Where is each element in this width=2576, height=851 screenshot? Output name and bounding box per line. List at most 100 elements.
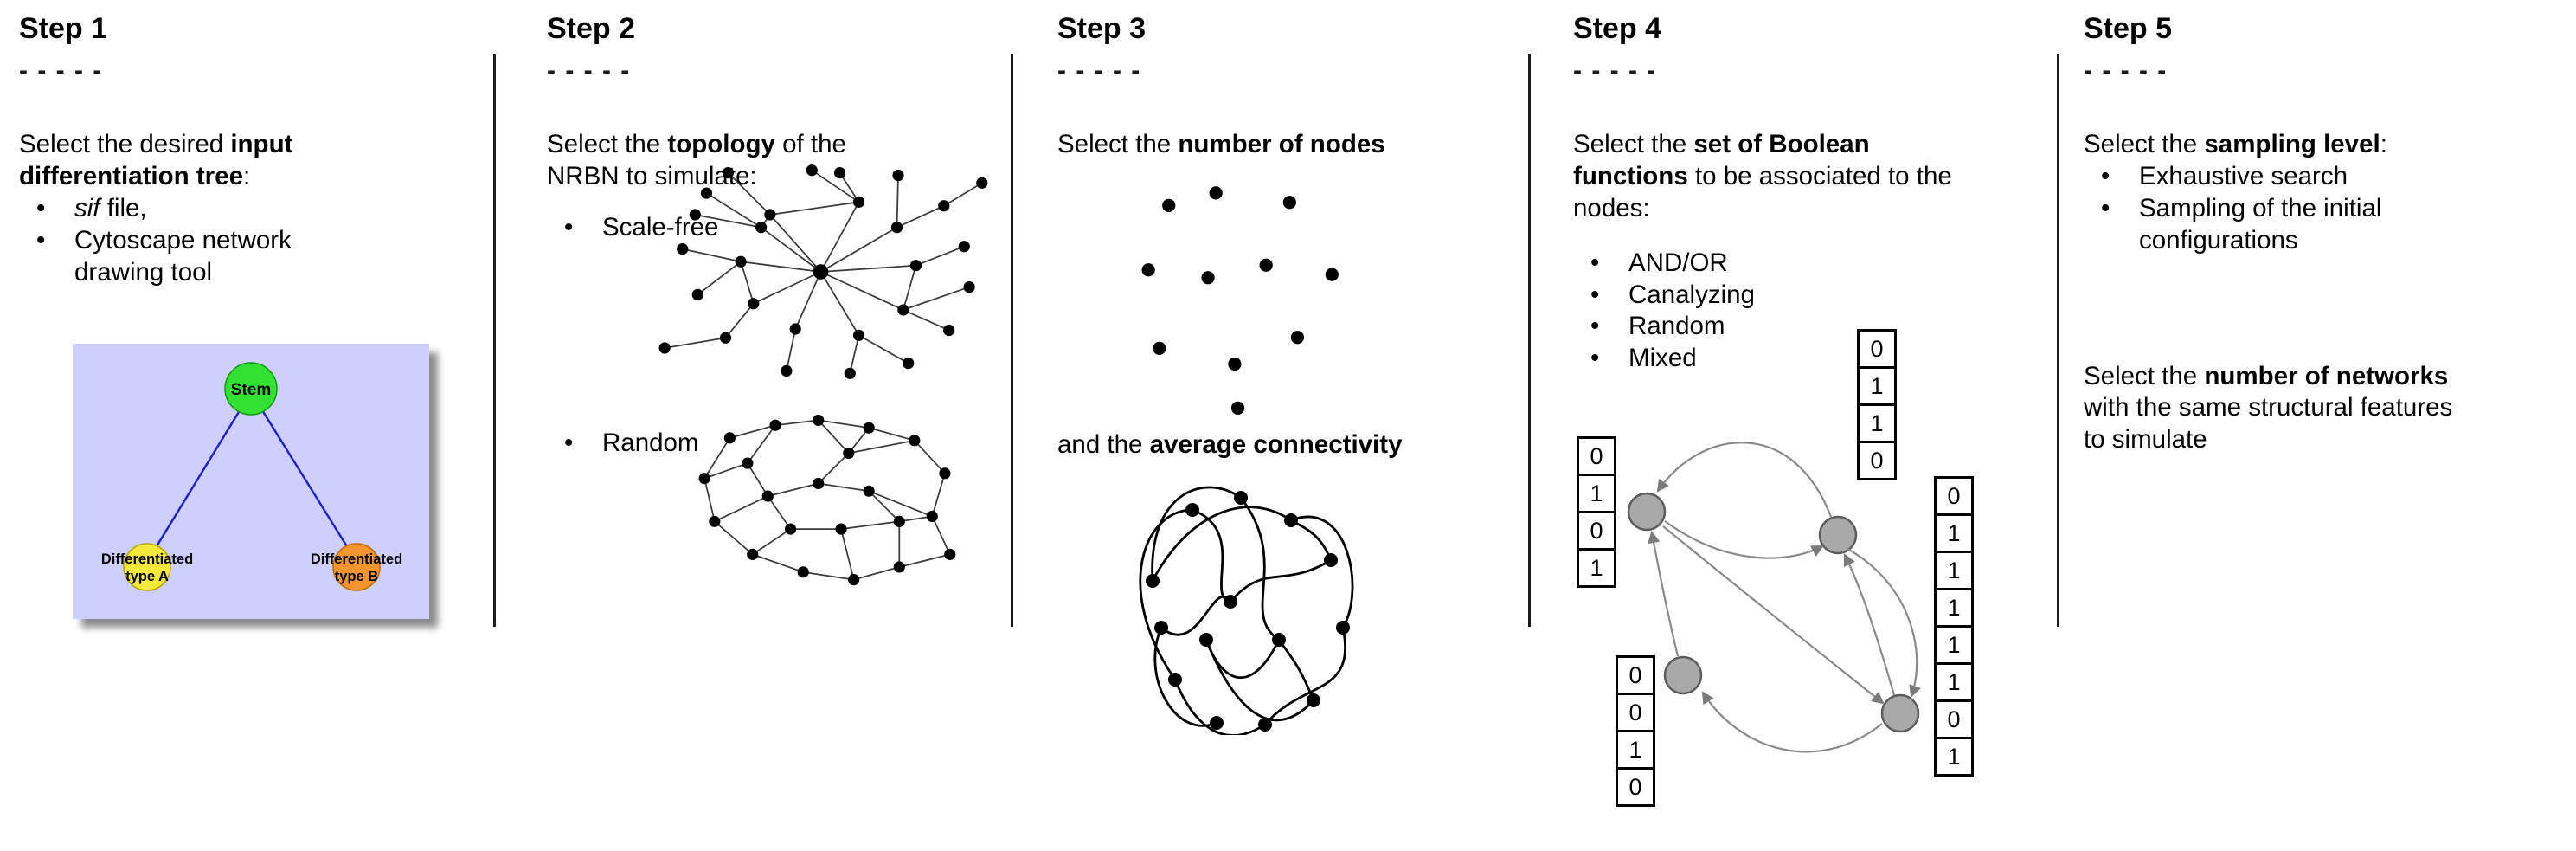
network-nodes [658, 164, 988, 379]
step-5-dashes: - - - - - [2084, 56, 2168, 86]
network-node [1663, 655, 1703, 695]
intro-text: of the NRBN to simulate: [547, 130, 846, 190]
step-1-dashes: - - - - - [19, 56, 103, 86]
step-3-line2: and the average connectivity [1057, 429, 1542, 461]
truth-table-cell: 1 [1934, 737, 1974, 777]
intro-bold-text: topology [667, 130, 775, 159]
step-1-title: Step 1 [19, 12, 108, 45]
step-4-dashes: - - - - - [1573, 56, 1657, 86]
type-a-label-line2: type A [125, 569, 169, 584]
truth-table-cell: 0 [1934, 476, 1974, 516]
random-network-image [698, 414, 956, 586]
bullet-icon: • [36, 193, 46, 222]
truth-table-top: 0 1 1 0 [1857, 329, 1897, 480]
truth-table-cell: 0 [1616, 767, 1655, 807]
boolean-network-diagram: 0 1 0 1 0 1 1 0 0 1 1 1 1 1 0 1 [1573, 315, 2071, 845]
step-1-bullet-sif: •sif file, [19, 193, 438, 225]
truth-table-bottom: 0 0 1 0 [1616, 655, 1655, 807]
differentiation-tree-figure: Stem Differentiated type A Differentiate… [73, 344, 429, 620]
bullet-text: Cytoscape network drawing tool [74, 225, 292, 287]
bullet-icon: • [1590, 248, 1600, 277]
step-5-bullet-exhaustive: • Exhaustive search [2084, 161, 2554, 193]
truth-table-cell: 1 [1934, 662, 1974, 702]
stem-node [224, 362, 278, 416]
bullet-icon: • [2101, 161, 2110, 190]
column-divider [1011, 54, 1013, 627]
intro-text: Select the desired [19, 130, 231, 159]
intro-bold-text: number of nodes [1178, 130, 1385, 159]
step-4-title: Step 4 [1573, 12, 1662, 45]
truth-table-cell: 1 [1577, 548, 1616, 588]
type-b-label-line1: Differentiated [311, 551, 402, 567]
type-a-label-line1: Differentiated [101, 551, 193, 567]
bullet-text: AND/OR [1628, 248, 1728, 277]
step-3-title: Step 3 [1057, 12, 1147, 45]
truth-table-cell: 1 [1934, 551, 1974, 590]
network-node-circles [1627, 492, 1920, 733]
bullet-text: Random [602, 428, 699, 457]
tangle-edges [1139, 486, 1354, 735]
intro-text: : [2380, 130, 2387, 159]
intro-bold-text: number of networks [2204, 361, 2449, 390]
step-5-intro: Select the sampling level: [2084, 129, 2558, 161]
intro-text: Select the [2084, 130, 2205, 159]
bullet-icon: • [564, 428, 574, 457]
network-nodes [698, 414, 956, 586]
stem-node-label: Stem [231, 381, 271, 399]
truth-table-cell: 0 [1857, 329, 1897, 369]
bullet-icon: • [1590, 280, 1600, 309]
step-2-panel: Step 2 - - - - - Select the topology of … [547, 12, 1031, 586]
scale-free-network-image [658, 164, 988, 379]
bullet-icon: • [36, 225, 46, 255]
step-3-line1: Select the number of nodes [1057, 129, 1542, 161]
truth-table-cell: 0 [1857, 441, 1897, 480]
intro-text: to be associated to the nodes: [1573, 161, 1952, 222]
truth-table-cell: 1 [1616, 730, 1655, 770]
nodes-scatter-image [1141, 186, 1339, 415]
step-2-bullet-random: • Random [547, 428, 819, 460]
step-5-title: Step 5 [2084, 12, 2173, 45]
intro-bold-text: sampling level [2204, 130, 2380, 159]
step-4-bullet-andor: • AND/OR [1573, 248, 1888, 280]
step-4-intro: Select the set of Boolean functions to b… [1573, 129, 1971, 225]
bullet-icon: • [2101, 193, 2110, 222]
step-2-intro: Select the topology of the NRBN to simul… [547, 129, 910, 193]
network-node [1627, 492, 1667, 532]
truth-table-right: 0 1 1 1 1 1 0 1 [1934, 476, 1974, 777]
bullet-text: Random [1628, 312, 1725, 341]
intro-text: Select the [2084, 361, 2205, 390]
intro-text: Select the [1057, 130, 1179, 159]
step-1-panel: Step 1 - - - - - Select the desired inpu… [19, 12, 469, 620]
intro-bold-text: average connectivity [1149, 429, 1403, 459]
type-b-label-line2: type B [335, 569, 379, 584]
step-5-networks-paragraph: Select the number of networks with the s… [2084, 361, 2469, 457]
bullet-text: file, [100, 193, 147, 222]
tree-edge [249, 391, 358, 564]
intro-text: with the same structural features to sim… [2084, 393, 2453, 455]
intro-bold-text: input differentiation tree [19, 130, 293, 190]
truth-table-cell: 0 [1577, 436, 1616, 476]
step-3-panel: Step 3 - - - - - Select the number of no… [1057, 12, 1542, 735]
intro-text: Select the [1573, 130, 1694, 159]
column-divider [493, 54, 496, 627]
bullet-text: Exhaustive search [2139, 161, 2348, 190]
truth-table-cell: 0 [1577, 511, 1616, 551]
bullet-icon: • [1590, 312, 1600, 341]
intro-text: : [242, 161, 251, 190]
bullet-text: Mixed [1628, 344, 1697, 373]
network-edges [703, 419, 951, 581]
type-b-node [332, 543, 381, 592]
bullet-icon: • [564, 212, 574, 242]
step-4-bullet-mixed: •Mixed [1573, 343, 1888, 375]
intro-bold-text: set of Boolean functions [1573, 130, 1870, 190]
network-arrows [1648, 442, 1921, 753]
truth-table-cell: 0 [1616, 655, 1655, 695]
truth-table-cell: 1 [1934, 625, 1974, 665]
step-5-panel: Step 5 - - - - - Select the sampling lev… [2084, 12, 2558, 456]
truth-table-cell: 0 [1934, 699, 1974, 739]
truth-table-cell: 1 [1934, 588, 1974, 628]
connectivity-tangle-image [1139, 486, 1354, 735]
network-node [1818, 515, 1858, 555]
step-4-bullet-canalyzing: •Canalyzing [1573, 280, 1888, 312]
